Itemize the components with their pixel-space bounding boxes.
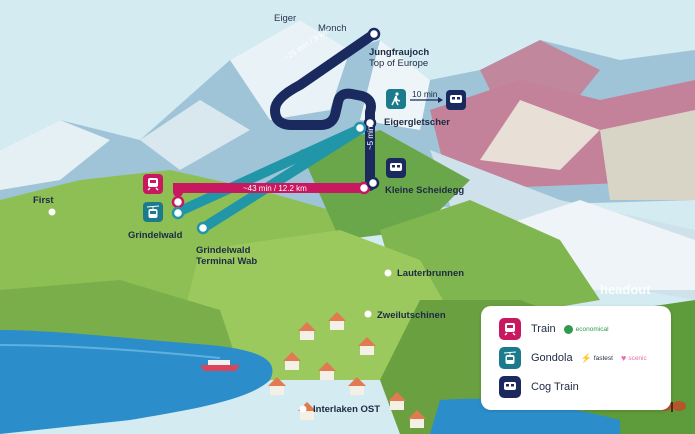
kleine-scheidegg-node-cog[interactable] (366, 176, 380, 190)
grindelwald-node-train[interactable] (171, 195, 185, 209)
jungfraujoch-node[interactable] (367, 27, 381, 41)
first-dot[interactable] (48, 208, 56, 216)
peak-eiger: Eiger (274, 13, 297, 24)
brand-logo: headout (600, 282, 651, 297)
legend-item-gondola: Gondola ⚡ fastest ♥ scenic (499, 347, 647, 369)
boat-icon (200, 360, 240, 371)
label-terminal-wab: Grindelwald Terminal Wab (196, 245, 258, 267)
label-interlaken-ost: Interlaken OST (313, 404, 381, 415)
eigergletscher-node-cog[interactable] (363, 116, 377, 130)
train-icon (499, 318, 521, 340)
lauterbrunnen-dot[interactable] (384, 269, 392, 277)
money-icon (563, 324, 573, 334)
gondola-icon-grindelwald (143, 202, 163, 222)
walk-duration: 10 min (412, 89, 438, 99)
terminal-wab-node[interactable] (196, 221, 210, 235)
label-kleine-scheidegg: Kleine Scheidegg (385, 185, 465, 196)
train-icon-grindelwald (143, 174, 163, 194)
grindelwald-node-gondola[interactable] (171, 206, 185, 220)
tag-scenic: ♥ scenic (620, 353, 647, 363)
gondola-icon (499, 347, 521, 369)
cog-train-icon (499, 376, 521, 398)
lightning-icon: ⚡ (580, 352, 592, 363)
legend-item-cog-train: Cog Train (499, 376, 579, 398)
legend-label-cog-train: Cog Train (531, 381, 579, 393)
label-grindelwald: Grindelwald (128, 230, 183, 241)
cog-route (270, 29, 379, 191)
cog-train-icon-jungfrau (446, 90, 466, 110)
zweilutschinen-dot[interactable] (364, 310, 372, 318)
label-eigergletscher: Eigergletscher (384, 117, 450, 128)
label-zweilutschinen: Zweilutschinen (377, 310, 446, 321)
tag-economical: economical (563, 324, 609, 334)
cog-lower-duration: ~5 min (366, 125, 375, 150)
label-jungfraujoch: Jungfraujoch Top of Europe (369, 47, 430, 69)
legend-panel: Train economical Gondola ⚡ fastest ♥ sce… (481, 306, 671, 410)
interlaken-dot[interactable] (299, 405, 307, 413)
legend-item-train: Train economical (499, 318, 609, 340)
legend-label-train: Train (531, 323, 556, 335)
train-duration: ~43 min / 12.2 km (243, 184, 307, 193)
village-houses (268, 312, 426, 428)
walk-icon (386, 89, 406, 109)
brand-name: headout (600, 282, 651, 297)
label-first: First (33, 195, 54, 206)
cog-train-icon-scheidegg (386, 158, 406, 178)
train-route (173, 183, 369, 197)
tag-fastest: ⚡ fastest (580, 352, 613, 363)
label-lauterbrunnen: Lauterbrunnen (397, 268, 465, 279)
peak-monch: Monch (318, 23, 347, 34)
heart-icon: ♥ (620, 353, 627, 363)
eigergletscher-node-gondola[interactable] (353, 121, 367, 135)
kleine-scheidegg-node-train[interactable] (357, 181, 371, 195)
legend-label-gondola: Gondola (531, 352, 573, 364)
